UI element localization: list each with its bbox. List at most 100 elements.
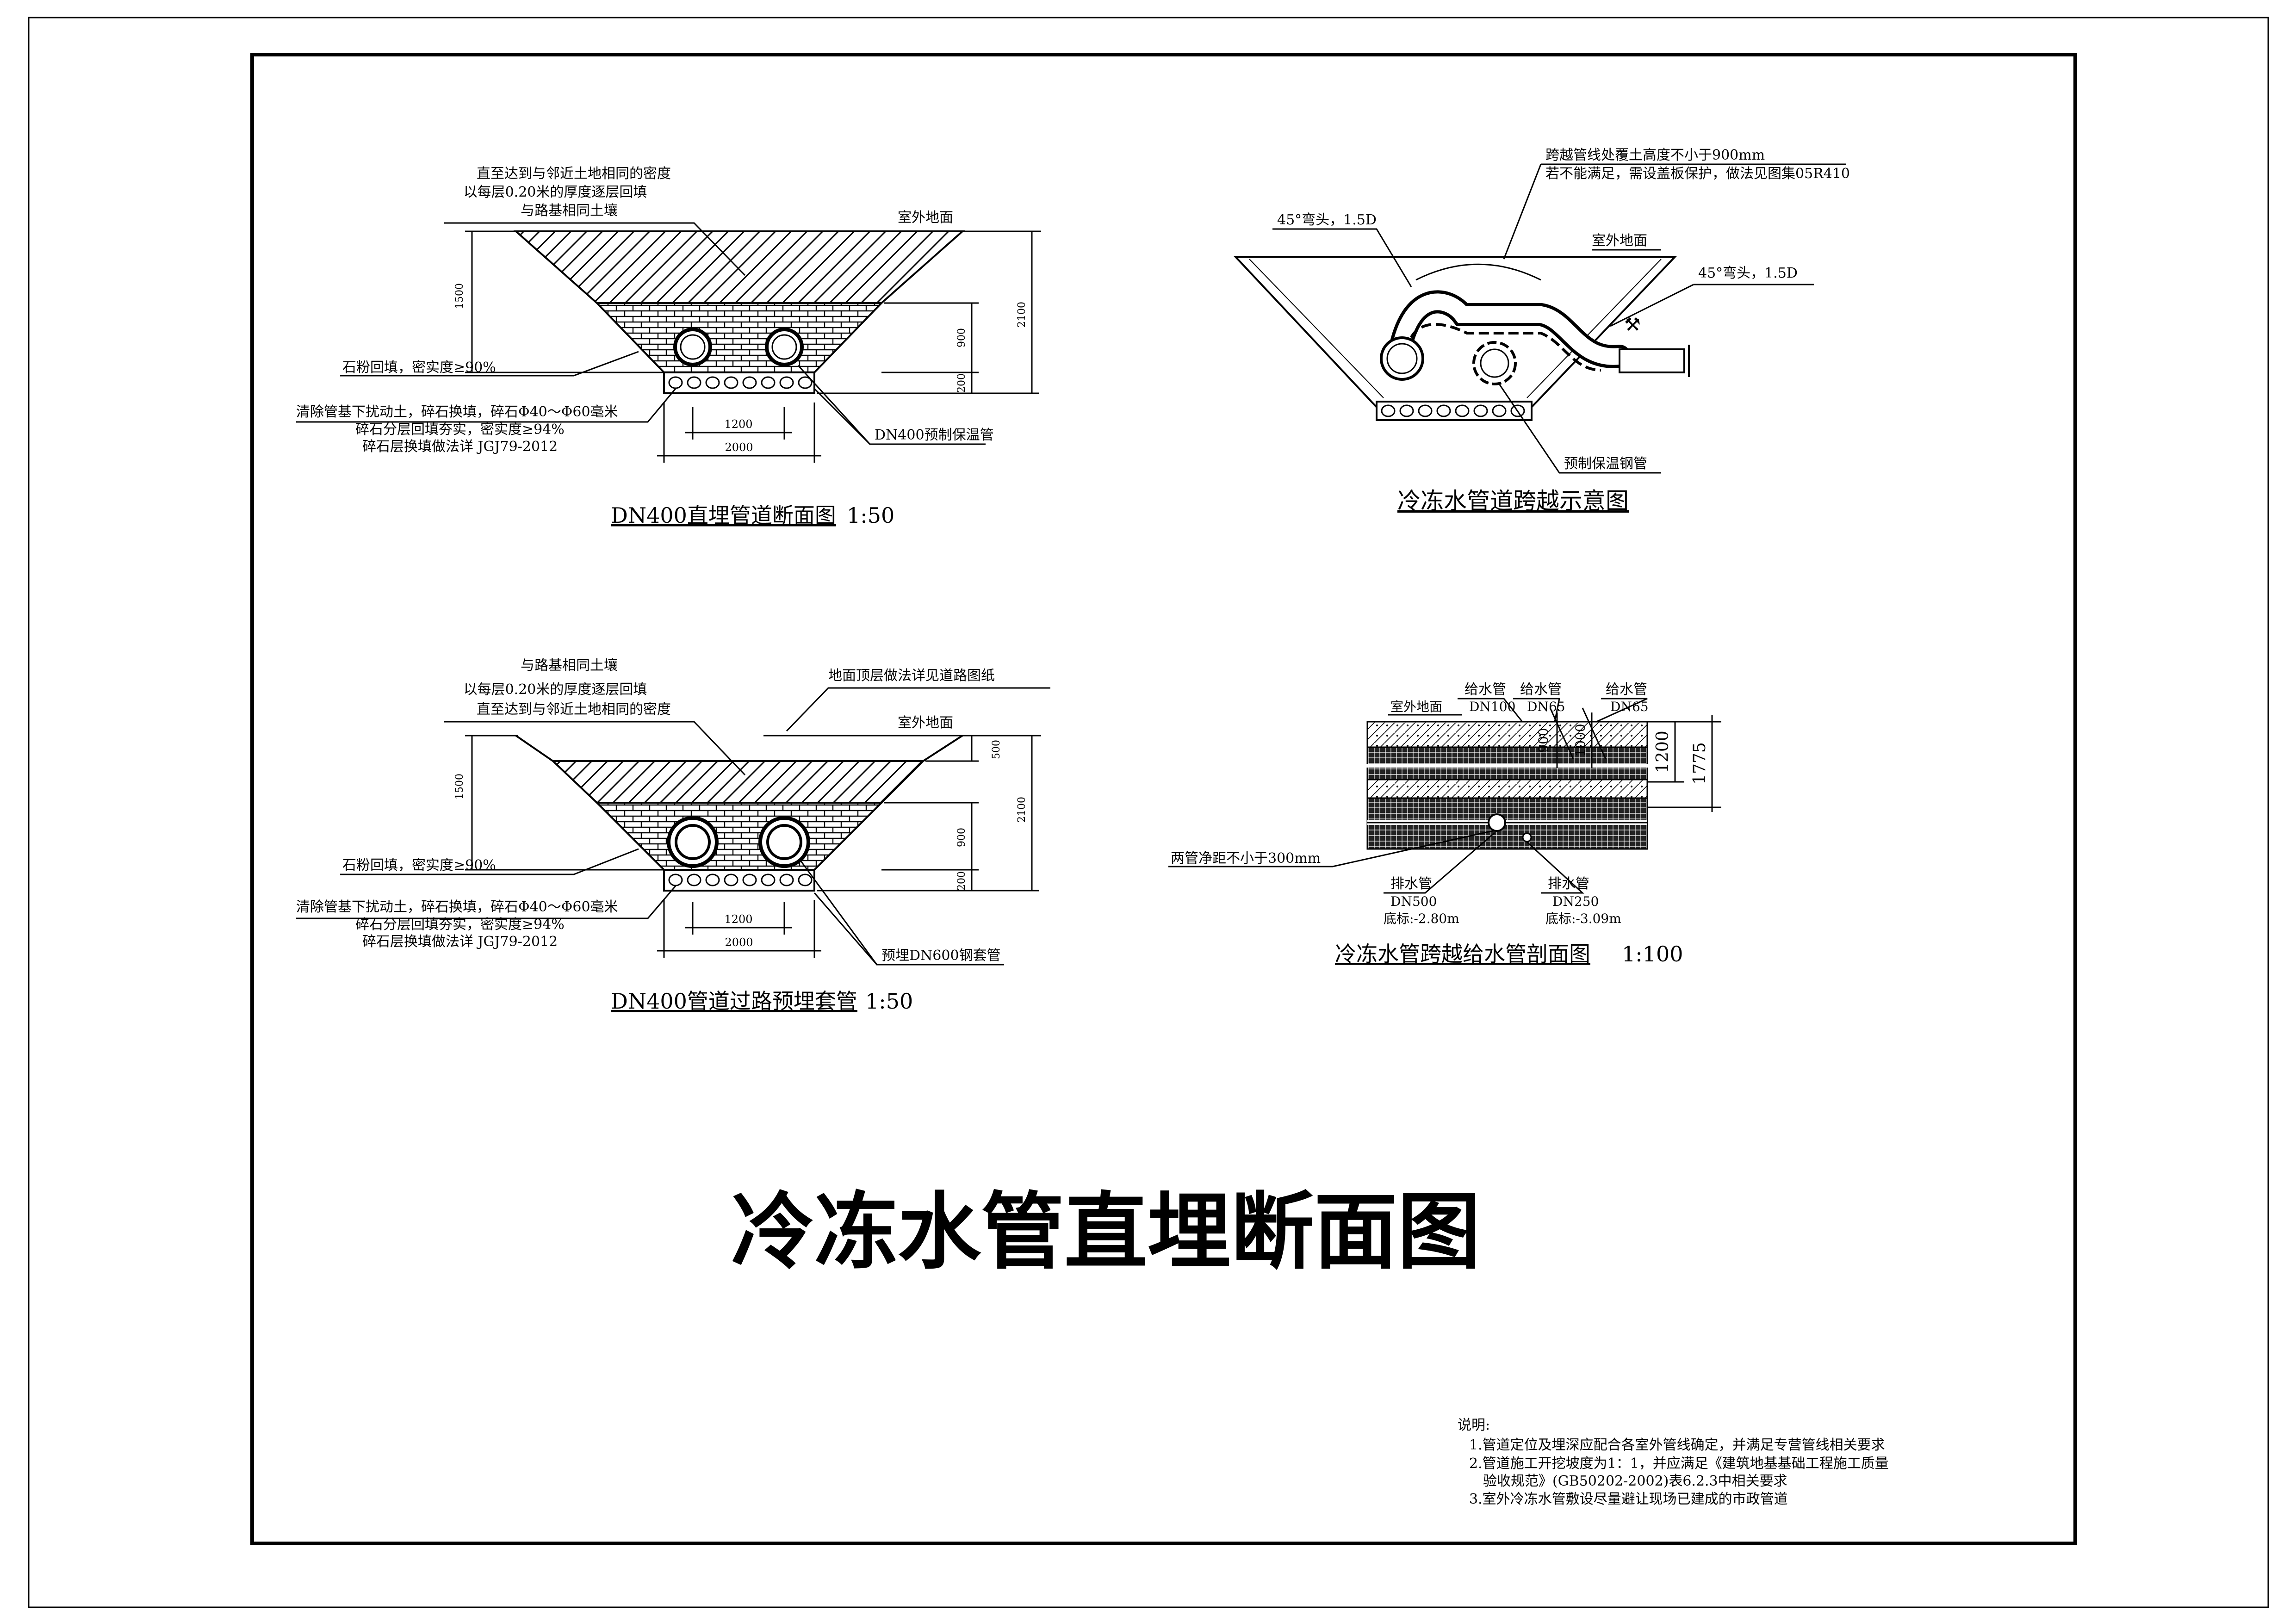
d4-supply1-name: 给水管 (1464, 681, 1506, 698)
d4-dim-c: 1200 (1653, 731, 1672, 773)
d3-leaders (1272, 163, 1846, 474)
soil-layer (1366, 779, 1648, 799)
d2-dim-bed: 200 (956, 871, 968, 891)
sleeve-pipe-pair (667, 816, 810, 868)
d2-dim-pipe-zone: 900 (956, 828, 968, 847)
d4-drain1-elev: 底标:-2.80m (1384, 911, 1459, 926)
d4-supply3-name: 给水管 (1606, 681, 1647, 698)
d4-drain2-name: 排水管 (1548, 876, 1589, 892)
d1-leaders (296, 222, 986, 445)
d2-road-top: 地面顶层做法详见道路图纸 (828, 668, 995, 684)
d4-ground: 室外地面 (1390, 699, 1442, 714)
d2-leaders (296, 687, 1050, 966)
d4-supply2-name: 给水管 (1520, 681, 1562, 698)
d1-gravel-2: 碎石分层回填夯实，密实度≥94% (355, 421, 565, 438)
topsoil-layer (1366, 721, 1648, 748)
d4-drain2-elev: 底标:-3.09m (1545, 911, 1621, 926)
dense-layer-1 (1366, 746, 1648, 781)
d2-note-fill-1: 与路基相同土壤 (521, 657, 618, 674)
d3-title: 冷冻水管道跨越示意图 (1397, 488, 1629, 514)
d1-dim-bottom: 2000 (725, 441, 753, 454)
gravel-stones (668, 873, 813, 886)
d1-dim-spacing: 1200 (724, 418, 752, 431)
d2-stone-powder: 石粉回填，密实度≥90% (342, 857, 496, 873)
d2-dim-road: 500 (991, 740, 1002, 759)
d4-drain1-name: 排水管 (1390, 876, 1432, 892)
diagram-supply-pipe-crossing: 900 1000 1200 1775 室外地面 给水管 DN100 给水管 DN… (1168, 681, 1721, 966)
gravel-stones (668, 376, 813, 389)
d4-dim-d: 1775 (1690, 742, 1709, 785)
page-title: 冷冻水管直埋断面图 (731, 1184, 1481, 1281)
d3-note-2: 若不能满足，需设盖板保护，做法见图集05R410 (1545, 166, 1850, 182)
gravel-bed (663, 869, 815, 892)
d2-scale: 1:50 (865, 989, 913, 1014)
note-item-2: 2.管道施工开挖坡度为1：1，并应满足《建筑地基基础工程施工质量 (1469, 1456, 1889, 1472)
stone-powder-zone (595, 802, 884, 871)
d4-dimension-lines (1549, 707, 1721, 812)
d1-dim-depth: 1500 (454, 283, 465, 309)
d4-scale: 1:100 (1622, 942, 1683, 966)
d4-drain2-size: DN250 (1552, 894, 1599, 909)
d1-ground: 室外地面 (898, 210, 953, 226)
d3-note-1: 跨越管线处覆土高度不小于900mm (1545, 147, 1765, 163)
d2-title: DN400管道过路预埋套管 (611, 989, 857, 1014)
d2-gravel-2: 碎石分层回填夯实，密实度≥94% (355, 917, 565, 933)
d4-clearance: 两管净距不小于300mm (1171, 850, 1321, 867)
d2-dim-bottom: 2000 (725, 936, 753, 949)
stone-powder-zone (595, 302, 884, 373)
diagram-dn400-section: 1500 2100 900 200 1200 2000 与路基相同土壤 以每层0… (296, 166, 1041, 528)
d1-stone-powder: 石粉回填，密实度≥90% (342, 359, 496, 376)
note-item-3: 验收规范》(GB50202-2002)表6.2.3中相关要求 (1483, 1473, 1787, 1489)
soil-backfill (513, 230, 965, 304)
d2-gravel-3: 碎石层换填做法详 JGJ79-2012 (362, 934, 558, 950)
diagram-road-crossing-sleeve: 1500 500 2100 900 200 1200 2000 与路基相同土壤 … (296, 657, 1050, 1014)
d1-gravel-1: 清除管基下扰动土，碎石换填，碎石Φ40～Φ60毫米 (296, 404, 618, 420)
d4-dim-b: 1000 (1573, 724, 1588, 756)
gravel-bed (663, 372, 815, 394)
crossed-pipe (1405, 322, 1601, 372)
inner-frame (250, 53, 2077, 1545)
d2-dim-spacing: 1200 (724, 913, 752, 926)
notes-heading: 说明: (1458, 1417, 1490, 1433)
d4-supply1-size: DN100 (1469, 699, 1515, 714)
d4-supply2-size: DN65 (1527, 699, 1565, 714)
d4-title: 冷冻水管跨越给水管剖面图 (1335, 942, 1590, 966)
d4-supply3-size: DN65 (1610, 699, 1649, 714)
notes-block: 说明: 1.管道定位及埋深应配合各室外管线确定，并满足专营管线相关要求 2.管道… (1458, 1417, 1889, 1507)
d1-scale: 1:50 (847, 503, 894, 528)
d1-pipe: DN400预制保温管 (875, 427, 994, 443)
d1-note-fill-3: 直至达到与邻近土地相同的密度 (477, 166, 671, 182)
d4-leaders (1168, 698, 1648, 894)
d1-note-fill-2: 以每层0.20米的厚度逐层回填 (464, 184, 647, 200)
d1-dim-total: 2100 (1016, 302, 1028, 328)
d3-elbow-right: 45°弯头，1.5D (1698, 265, 1798, 281)
d3-pipe: 预制保温钢管 (1564, 456, 1647, 472)
diagram-crossing-schematic: ⚒ 跨越管线处覆土高度不小于900mm 若不能满足，需设盖板保护，做法见图集05… (1233, 147, 1850, 514)
outer-frame (28, 17, 2269, 1608)
d2-note-fill-3: 直至达到与邻近土地相同的密度 (477, 701, 671, 718)
d2-pipe: 预埋DN600钢套管 (881, 948, 1001, 964)
drain-pipe-dn250 (1522, 832, 1532, 842)
note-item-1: 1.管道定位及埋深应配合各室外管线确定，并满足专营管线相关要求 (1469, 1437, 1885, 1453)
gravel-stones (1381, 404, 1525, 417)
d4-drain1-size: DN500 (1390, 894, 1437, 909)
dimension-lines (465, 735, 1039, 958)
d2-dim-total: 2100 (1016, 797, 1028, 823)
d3-ground: 室外地面 (1592, 233, 1647, 249)
d1-dim-pipe-zone: 900 (956, 328, 968, 347)
d2-ground: 室外地面 (898, 715, 953, 731)
dimension-lines (465, 230, 1039, 463)
note-item-4: 3.室外冷冻水管敷设尽量避让现场已建成的市政管道 (1469, 1491, 1788, 1507)
drain-pipe-dn500 (1488, 813, 1506, 832)
d4-dim-a: 900 (1536, 728, 1551, 752)
d3-elbow-left: 45°弯头，1.5D (1277, 212, 1377, 228)
d2-gravel-1: 清除管基下扰动土，碎石换填，碎石Φ40～Φ60毫米 (296, 899, 618, 915)
trench-soil (1233, 256, 1677, 408)
d1-title: DN400直埋管道断面图 (611, 503, 836, 528)
pipe-pair (673, 328, 804, 366)
d2-dim-depth: 1500 (454, 774, 465, 799)
d1-gravel-3: 碎石层换填做法详 JGJ79-2012 (362, 439, 558, 455)
d1-note-fill-1: 与路基相同土壤 (521, 203, 618, 219)
d2-note-fill-2: 以每层0.20米的厚度逐层回填 (464, 681, 647, 698)
